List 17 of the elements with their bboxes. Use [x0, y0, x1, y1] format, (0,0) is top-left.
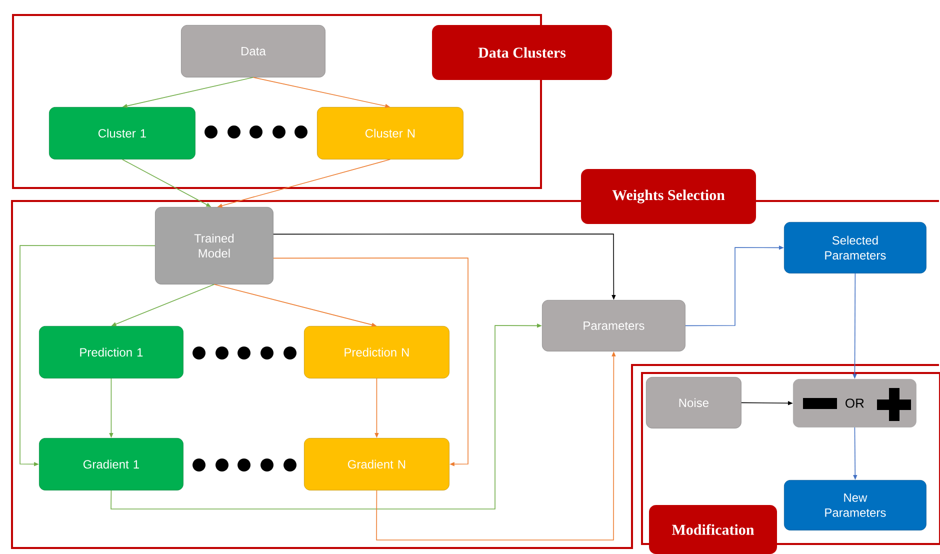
process-box: Gradient 1: [39, 438, 184, 490]
process-box: Data: [181, 25, 326, 78]
process-box: Cluster 1: [49, 107, 196, 160]
process-box: New Parameters: [784, 480, 926, 530]
process-box: Noise: [646, 377, 742, 428]
arrow: [273, 258, 468, 466]
section-tab: Modification: [649, 505, 777, 554]
arrow: [20, 245, 156, 466]
process-box: Selected Parameters: [784, 222, 926, 274]
section-tab: Data Clusters: [432, 25, 612, 80]
process-box: Parameters: [542, 300, 686, 352]
process-box: Trained Model: [155, 207, 274, 284]
process-box: Prediction N: [304, 326, 450, 378]
process-box: Prediction 1: [39, 326, 184, 378]
process-box: Cluster N: [317, 107, 464, 160]
process-box: Gradient N: [304, 438, 450, 490]
section-tab: Weights Selection: [581, 169, 756, 224]
